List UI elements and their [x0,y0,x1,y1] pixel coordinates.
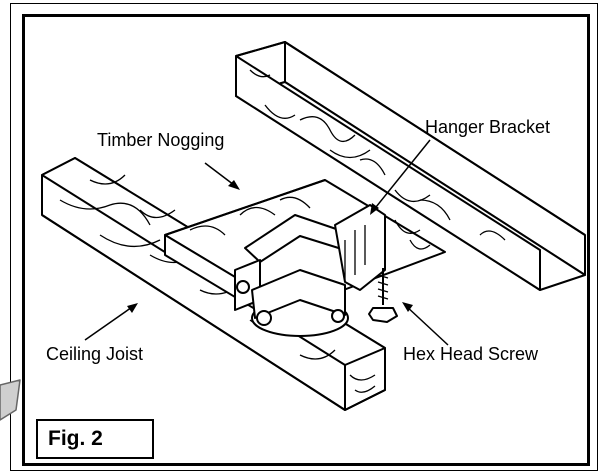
leader-arrows [84,139,449,346]
hex-head-screw-label: Hex Head Screw [403,344,539,364]
timber-nogging-label: Timber Nogging [97,130,225,150]
hanger-bracket [234,204,386,337]
grey-arrow-shape [0,379,21,421]
ceiling-joist-label: Ceiling Joist [46,344,144,364]
hex-head-screw [368,268,398,323]
figure-label: Fig. 2 [36,419,154,459]
rear-ceiling-joist [235,41,586,291]
outer-frame [10,3,598,471]
hanger-bracket-label: Hanger Bracket [425,117,551,137]
